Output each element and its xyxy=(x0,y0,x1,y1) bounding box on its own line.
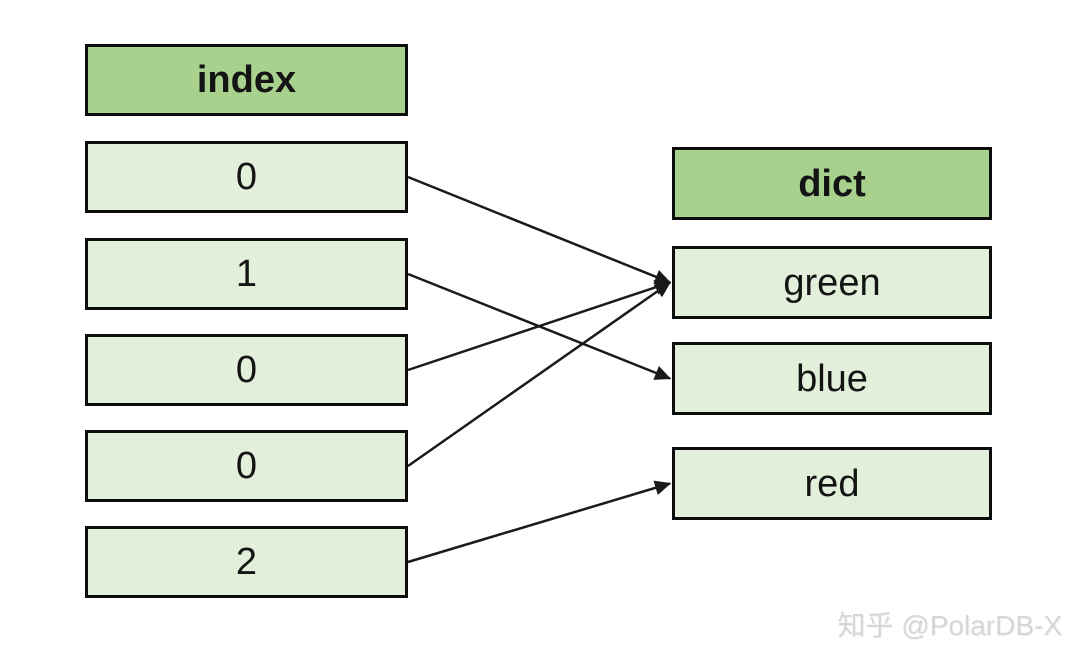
arrow-idx-1-to-dict-blue xyxy=(407,272,672,380)
index-header: index xyxy=(85,44,408,116)
arrow-idx-0-to-dict-green xyxy=(407,175,672,284)
dict-cell-green: green xyxy=(672,246,992,319)
index-cell-1: 1 xyxy=(85,238,408,310)
dict-cell-red: red xyxy=(672,447,992,520)
arrow-idx-4-to-dict-red xyxy=(407,480,672,564)
dict-cell-blue: blue xyxy=(672,342,992,415)
dict-header: dict xyxy=(672,147,992,220)
index-cell-0: 0 xyxy=(85,141,408,213)
arrow-idx-2-to-dict-green xyxy=(407,280,672,372)
index-cell-4: 2 xyxy=(85,526,408,598)
arrow-idx-3-to-dict-green xyxy=(407,281,672,468)
index-cell-3: 0 xyxy=(85,430,408,502)
index-cell-2: 0 xyxy=(85,334,408,406)
watermark: 知乎 @PolarDB-X xyxy=(837,610,1062,641)
